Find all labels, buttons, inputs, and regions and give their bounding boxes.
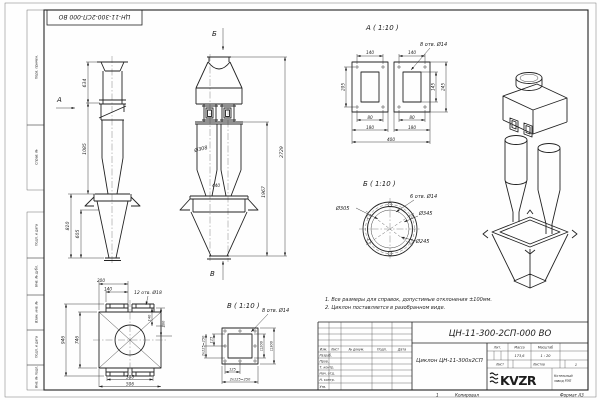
note-line: 2. Циклон поставляется в разобранном вид… (325, 305, 445, 311)
dim-label: 180 (366, 125, 374, 130)
dim-label: 306 (126, 375, 134, 380)
dim-label: 125 (229, 368, 236, 372)
tb-col-header: № докум. (348, 348, 365, 352)
dim-label: 400 (387, 137, 395, 142)
dim-label: Ø345 (418, 210, 432, 217)
dim-label: Ø308 (193, 144, 209, 154)
dim-label: 145 (431, 83, 436, 91)
tb-drawing-name: Циклон ЦН-11-300х2СП (416, 358, 483, 364)
front-view: Б Ø308 440 В 1967 2729 (179, 28, 287, 280)
tb-company-line: Котельный (554, 374, 573, 378)
dim-label: 1085 (82, 143, 88, 155)
tb-role: Пров. (320, 360, 329, 364)
dim-label: □200 (260, 340, 264, 351)
view-title: В ( 1:10 ) (227, 302, 260, 310)
holes-label: 8 отв. Ø14 (262, 307, 289, 314)
margin-label: Инв. № подл. (35, 366, 39, 388)
tb-mass-label: Масса (514, 346, 524, 350)
dim-label: Ø305 (335, 205, 349, 212)
tb-scale-value: 1 : 20 (540, 354, 551, 358)
margin-label: Подп. и дата (35, 224, 39, 246)
dim-label: 205 (341, 83, 346, 91)
dim-label: 2x125=250 (230, 378, 251, 382)
plan-view: 200 140 12 отв. Ø18 946 746 140 200 306 … (61, 278, 172, 388)
margin-label: Перв. примен. (35, 55, 39, 79)
logo-wave-icon (489, 372, 499, 384)
tb-role: Утв. (320, 385, 327, 389)
tb-sheets-label: Листов (532, 363, 545, 367)
tb-scale-label: Масштаб (538, 346, 553, 350)
margin-label: Взам. инв. № (35, 301, 39, 323)
footer-copy-label: Копировал (455, 393, 479, 398)
holes-label: 6 отв. Ø14 (410, 193, 437, 200)
side-view: 634 1085 810 605 А (56, 56, 141, 264)
dim-label: 506 (126, 382, 134, 387)
tb-role: Т. контр. (320, 366, 335, 370)
dim-label: 80 (367, 115, 373, 120)
margin-label: Подп. и дата (35, 336, 39, 358)
stamp-doc-number: ЦН-11-300-2СП-000 ВО (58, 13, 130, 20)
dim-label: □300 (270, 340, 274, 351)
dim-label: 140 (104, 287, 112, 292)
dim-label: 125 (210, 336, 214, 343)
view-direction-label: Б (212, 30, 217, 38)
holes-label: 12 отв. Ø18 (134, 289, 162, 296)
view-direction-label: В (210, 270, 215, 278)
dim-label: 2729 (279, 146, 285, 158)
top-stamp: ЦН-11-300-2СП-000 ВО (46, 9, 143, 26)
tb-col-header: Дата (397, 348, 406, 352)
tb-col-header: Лист (330, 348, 339, 352)
footer-number: 1 (436, 393, 439, 398)
dim-label: 2x125=250 (202, 335, 206, 356)
view-direction-label: А (56, 96, 62, 104)
holes-label: 8 отв. Ø14 (420, 41, 447, 48)
notes: 1. Все размеры для справок, допустимые о… (325, 297, 492, 311)
view-title: А ( 1:10 ) (365, 24, 399, 32)
view-title: Б ( 1:10 ) (363, 180, 396, 188)
tb-sheets-value: 1 (575, 363, 577, 367)
detail-view-b: Б ( 1:10 ) Ø305 6 отв. Ø14 Ø345 Ø245 (335, 180, 437, 260)
tb-company-line: завод РЭП (554, 379, 572, 383)
tb-col-header: Изм. (320, 348, 328, 352)
sheet-frame (4, 2, 597, 398)
tb-doc-number: ЦН-11-300-2СП-000 ВО (449, 329, 552, 339)
dim-label: 200 (162, 320, 166, 327)
tb-mass-value: 173,6 (514, 354, 525, 358)
tb-lit-label: Лит. (493, 346, 501, 350)
dim-label: 810 (65, 222, 71, 231)
dim-label: 200 (97, 278, 105, 283)
tb-role: Нач. отд. (320, 372, 335, 376)
detail-view-a: А ( 1:10 ) 8 отв. Ø14 140 140 205 145 24… (341, 24, 448, 144)
margin-label: Инв. № дубл. (35, 265, 39, 287)
dim-label: 245 (441, 83, 446, 91)
dim-label: 746 (75, 336, 80, 344)
dim-label: 440 (212, 183, 220, 188)
isometric-view (482, 72, 578, 289)
title-block: Изм. Лист № докум. Подп. Дата Разраб. Пр… (317, 321, 588, 398)
dim-label: 1967 (261, 186, 267, 198)
note-line: 1. Все размеры для справок, допустимые о… (325, 297, 492, 303)
margin-column: Перв. примен. Справ. № Подп. и дата Инв.… (26, 9, 45, 391)
dim-label: 634 (82, 79, 88, 88)
dim-label: 180 (408, 125, 416, 130)
tb-role: Н. контр. (320, 378, 335, 382)
tb-role: Разраб. (320, 354, 333, 358)
margin-label: Справ. № (35, 149, 39, 165)
dim-label: 140 (148, 314, 152, 321)
dim-label: 140 (408, 50, 416, 55)
dim-label: 80 (409, 115, 415, 120)
dim-label: 946 (61, 336, 66, 344)
company-logo: KVZR (500, 373, 537, 388)
dim-label: 140 (366, 50, 374, 55)
tb-sheet-label: Лист (495, 363, 504, 367)
tb-col-header: Подп. (377, 348, 387, 352)
dim-label: 605 (75, 230, 81, 239)
dim-label: Ø245 (415, 238, 429, 245)
detail-view-v: В ( 1:10 ) 8 отв. Ø14 125 2x125=250 □200… (202, 302, 289, 384)
footer-format-label: Формат А3 (560, 393, 584, 398)
